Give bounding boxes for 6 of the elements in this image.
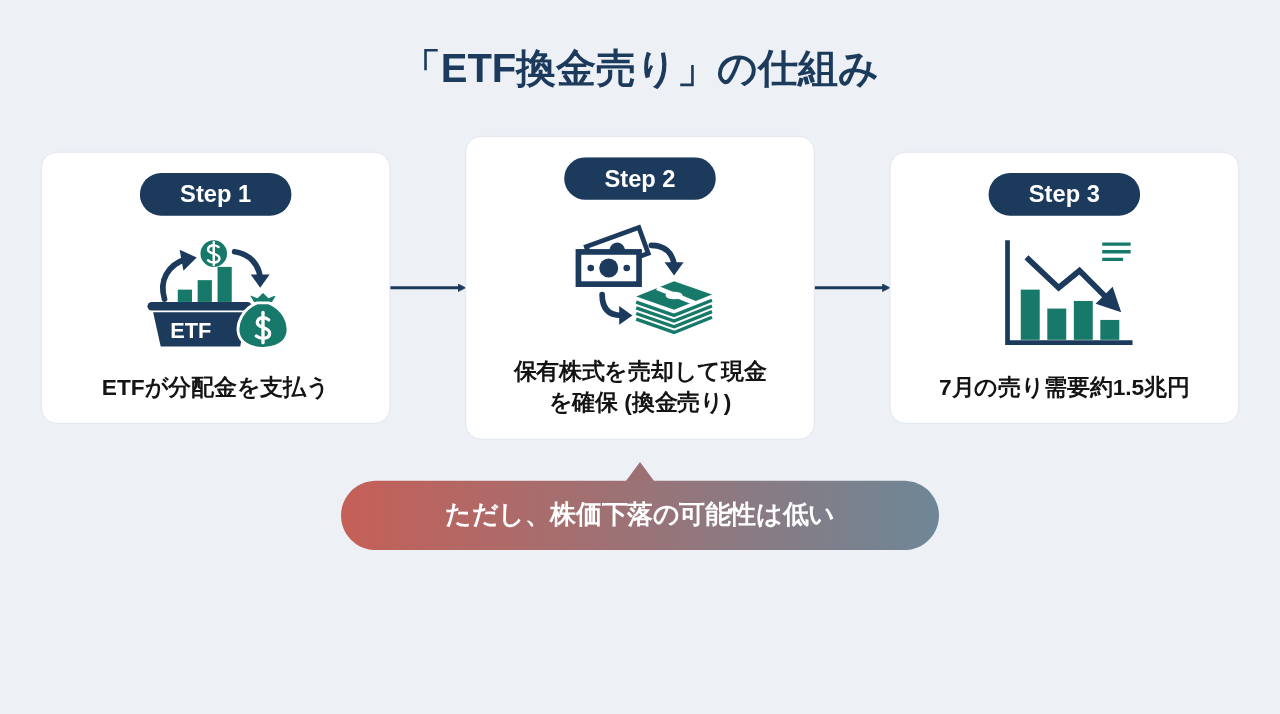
arrow <box>814 283 891 292</box>
basket-label: ETF <box>170 317 212 343</box>
node-box: Step 2 保有株式を売却して現金を確保 (換金売り) <box>465 135 815 440</box>
diagram-title: 「ETF換金売り」の仕組み <box>400 45 880 92</box>
node-box: Step 3 7月の売り需要約1.5兆円 <box>889 151 1240 424</box>
arrow <box>389 283 467 292</box>
